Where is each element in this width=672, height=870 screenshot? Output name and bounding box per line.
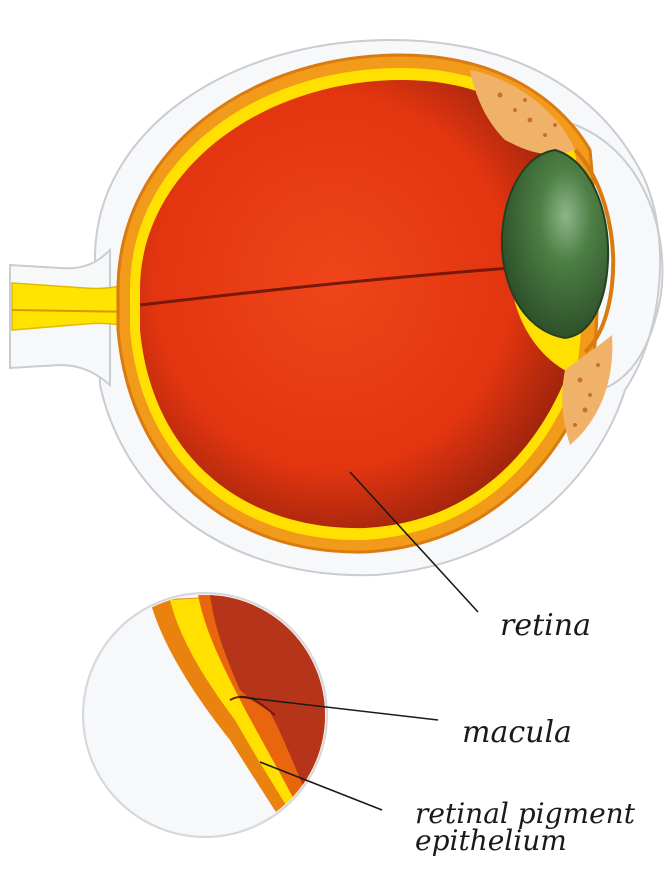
rpe-label-line1: retinal pigment (415, 800, 635, 827)
inset-magnification (80, 590, 350, 850)
macula-label: macula (462, 715, 572, 750)
rpe-label-line2: epithelium (415, 827, 635, 854)
rpe-label: retinal pigment epithelium (415, 800, 635, 854)
retina-label: retina (500, 608, 591, 643)
